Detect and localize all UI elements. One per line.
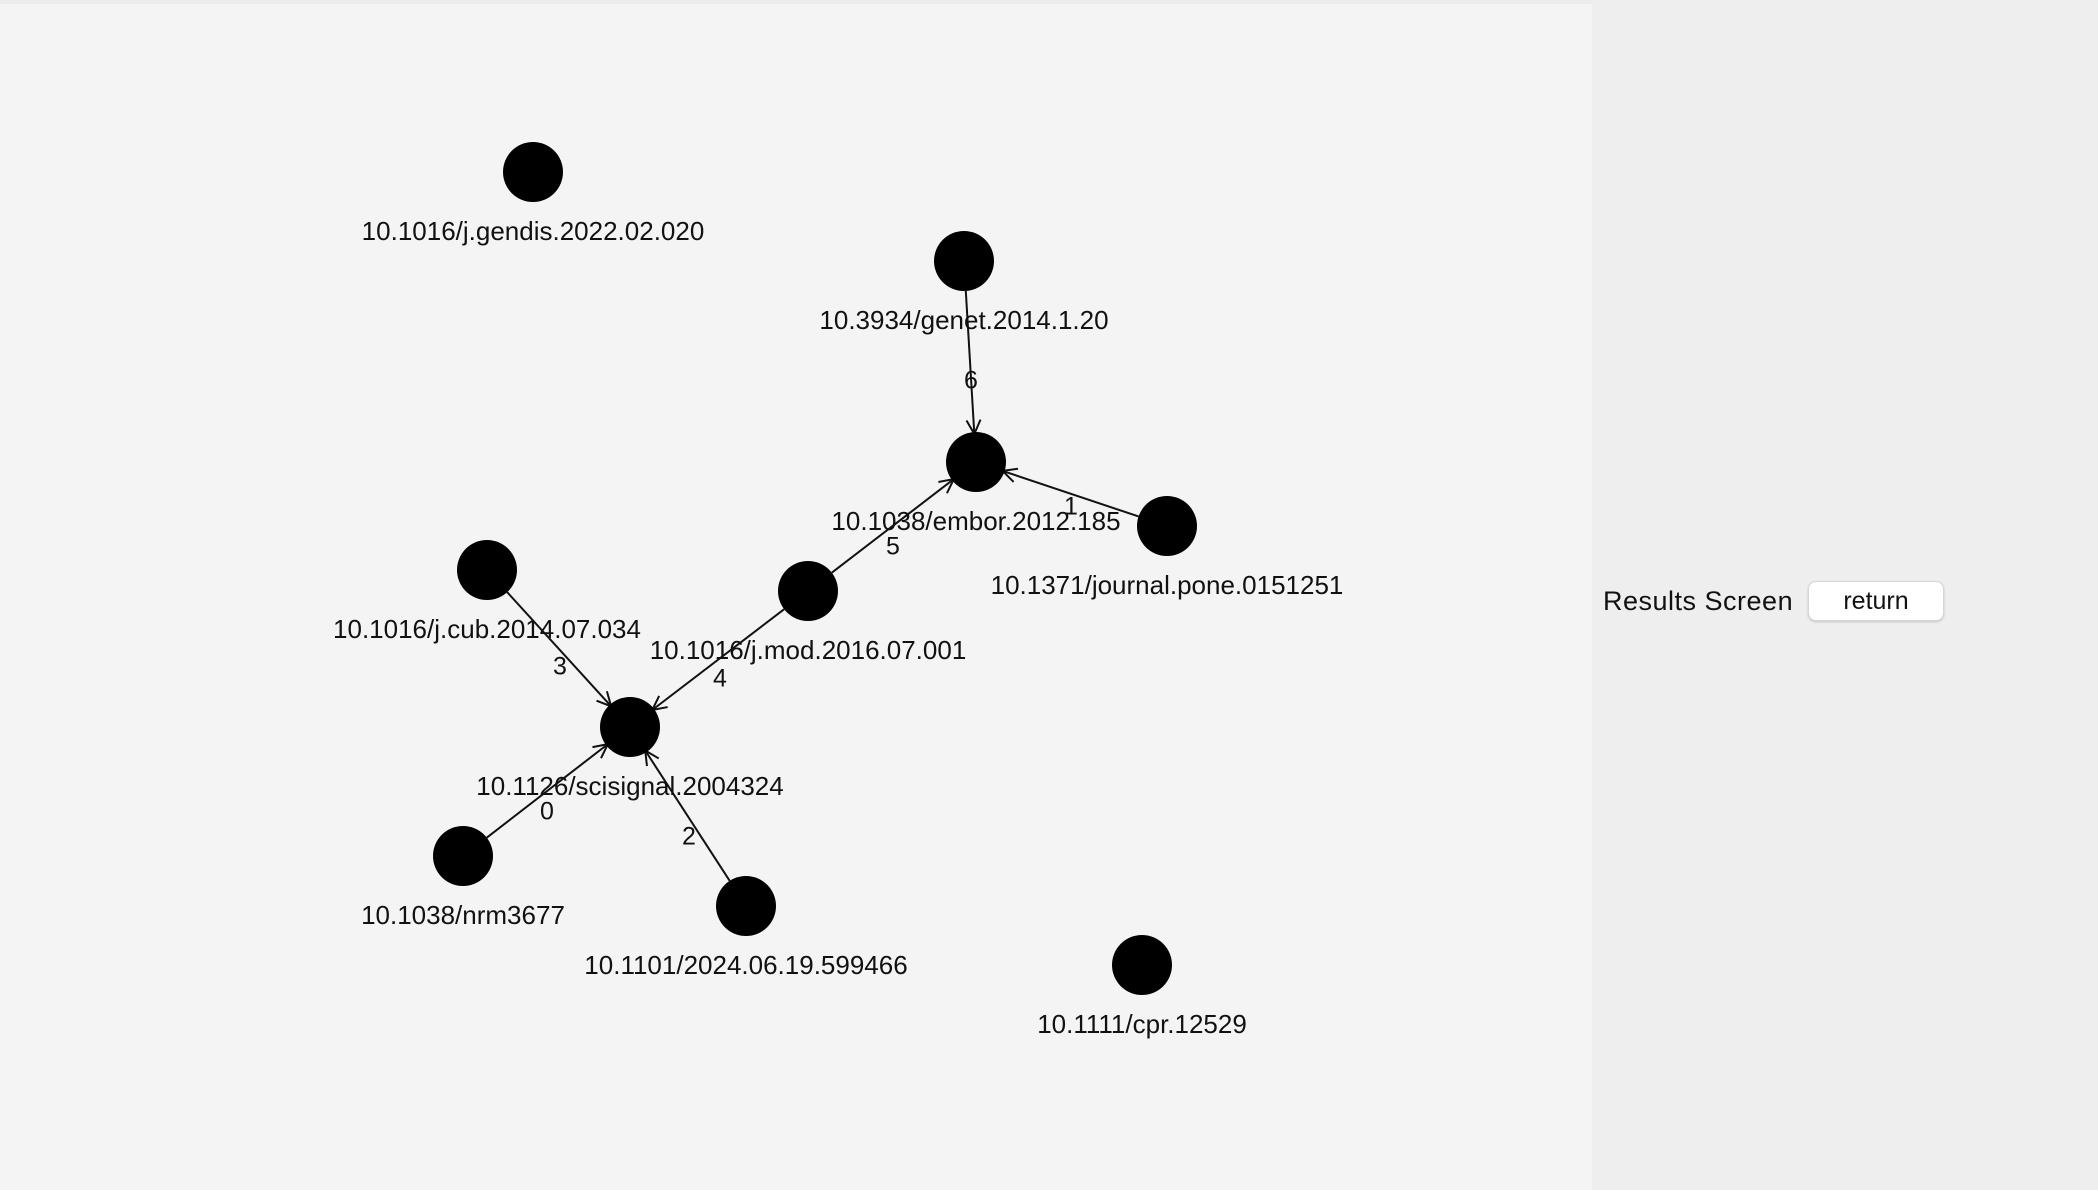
node-label: 10.1111/cpr.12529	[1037, 1009, 1247, 1039]
citation-graph-panel[interactable]: 10.1016/j.gendis.2022.02.020 10.3934/gene…	[0, 4, 1592, 1190]
node-circle[interactable]	[778, 561, 838, 621]
node-label: 10.1016/j.mod.2016.07.001	[650, 635, 967, 665]
graph-edge	[486, 744, 608, 839]
graph-node[interactable]: 10.1126/scisignal.2004324	[476, 697, 784, 801]
node-label: 10.1126/scisignal.2004324	[476, 771, 783, 801]
graph-node[interactable]: 10.1101/2024.06.19.599466	[584, 876, 908, 980]
node-label: 10.1038/embor.2012.185	[831, 506, 1120, 536]
edge-label: 5	[886, 533, 900, 561]
results-screen-label: Results Screen	[1603, 586, 1794, 616]
edge-label: 4	[713, 665, 727, 693]
return-button[interactable]: return	[1808, 581, 1944, 621]
graph-edge	[1003, 471, 1139, 518]
node-circle[interactable]	[1137, 496, 1197, 556]
node-label: 10.1371/journal.pone.0151251	[991, 570, 1344, 600]
node-circle[interactable]	[433, 826, 493, 886]
graph-edge	[645, 750, 731, 882]
graph-edge	[506, 591, 611, 706]
node-label: 10.1101/2024.06.19.599466	[584, 950, 907, 980]
node-circle[interactable]	[1112, 935, 1172, 995]
edge-label: 1	[1064, 493, 1078, 521]
edge-label: 6	[964, 367, 978, 395]
graph-node[interactable]: 10.3934/genet.2014.1.20	[819, 231, 1109, 335]
node-circle[interactable]	[600, 697, 660, 757]
node-circle[interactable]	[503, 142, 563, 202]
graph-edge	[964, 290, 975, 434]
citation-graph[interactable]: 10.1016/j.gendis.2022.02.020 10.3934/gene…	[0, 0, 1592, 1190]
graph-edge	[831, 479, 954, 574]
graph-node[interactable]: 10.1016/j.gendis.2022.02.020	[362, 142, 705, 246]
node-label: 10.1038/nrm3677	[361, 900, 565, 930]
edge-label: 0	[540, 798, 554, 826]
graph-node[interactable]: 10.1038/embor.2012.185	[831, 432, 1121, 536]
node-label: 10.1016/j.gendis.2022.02.020	[362, 216, 705, 246]
node-circle[interactable]	[946, 432, 1006, 492]
node-label: 10.1016/j.cub.2014.07.034	[333, 614, 641, 644]
edge-labels-layer: 0 1 2 3 4 5 6	[540, 367, 1078, 851]
graph-edge	[652, 608, 785, 710]
edges-layer	[486, 290, 1139, 882]
node-label: 10.3934/genet.2014.1.20	[819, 305, 1108, 335]
edge-label: 3	[553, 653, 567, 681]
edge-label: 2	[682, 823, 696, 851]
graph-node[interactable]: 10.1038/nrm3677	[361, 826, 565, 930]
node-circle[interactable]	[716, 876, 776, 936]
graph-node[interactable]: 10.1111/cpr.12529	[1037, 935, 1247, 1039]
node-circle[interactable]	[934, 231, 994, 291]
graph-node[interactable]: 10.1016/j.mod.2016.07.001	[650, 561, 967, 665]
graph-node[interactable]: 10.1371/journal.pone.0151251	[991, 496, 1344, 600]
graph-node[interactable]: 10.1016/j.cub.2014.07.034	[333, 540, 641, 644]
nodes-layer: 10.1016/j.gendis.2022.02.020 10.3934/gene…	[333, 142, 1343, 1039]
node-circle[interactable]	[457, 540, 517, 600]
top-strip	[0, 0, 1592, 4]
